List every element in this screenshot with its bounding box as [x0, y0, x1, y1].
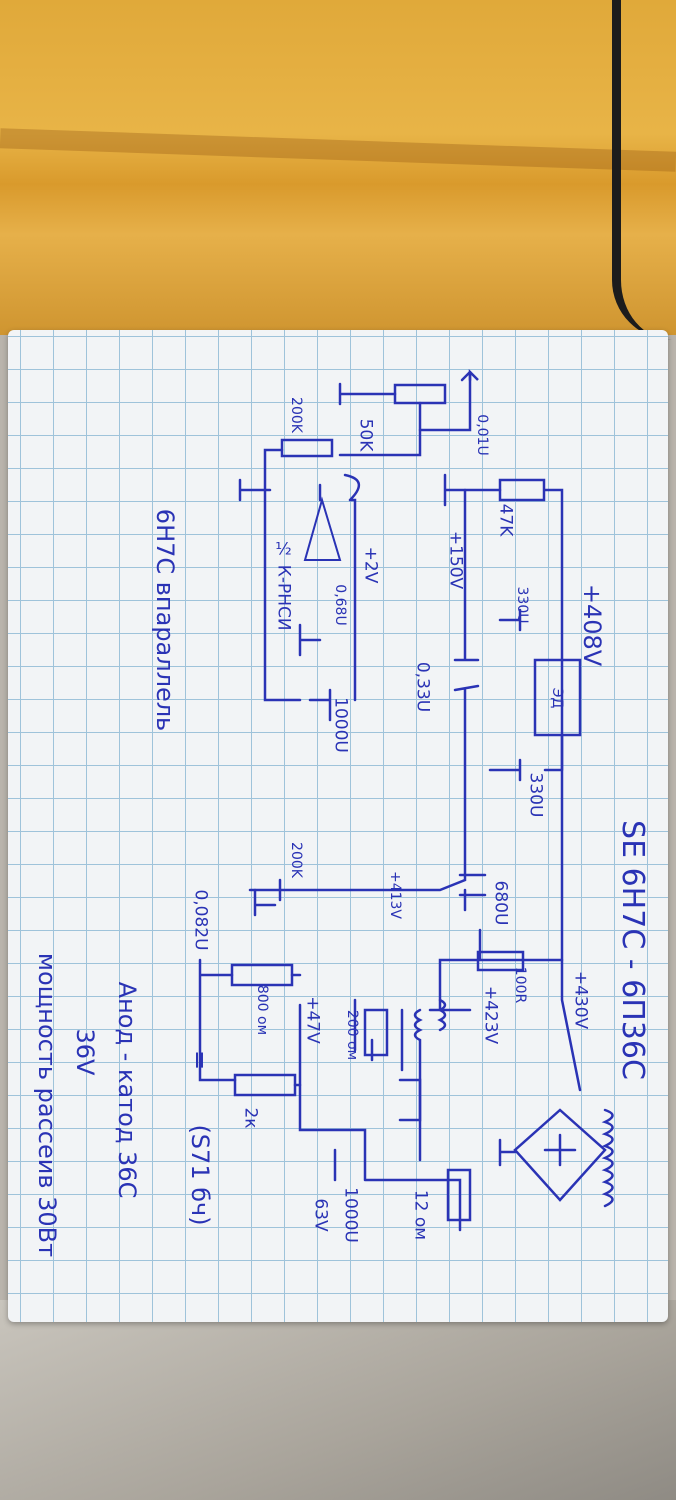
transformer-coil	[601, 1108, 614, 1208]
label-413v: +413V	[387, 870, 403, 920]
resistor-100r	[476, 950, 525, 972]
label-1000u-2: 1000U	[340, 1187, 361, 1243]
resistor-12-ohm	[446, 1168, 472, 1222]
wire	[238, 473, 360, 722]
label-choke: ЭД	[549, 687, 565, 709]
label-408v: +408V	[578, 583, 606, 667]
resistor-47k	[498, 478, 546, 502]
wire	[353, 998, 422, 1122]
coil-2	[413, 1008, 423, 1162]
potentiometer-50k	[393, 383, 447, 405]
stage1-note: 6Н7С впараллель	[151, 508, 179, 732]
label-150v: +150V	[445, 530, 466, 590]
label-12-ohm: 12 ом	[410, 1189, 431, 1241]
label-63v: 63V	[310, 1198, 331, 1232]
coil	[437, 998, 447, 1032]
resistor-800-ohm	[230, 963, 294, 987]
label-2v: +2V	[360, 546, 381, 584]
label-47k: 47K	[495, 503, 516, 537]
wire	[488, 608, 564, 782]
wire	[198, 958, 302, 1087]
label-330u-1: 330U	[514, 586, 530, 624]
note-anode-cathode: Анод - катод 36С	[113, 981, 141, 1199]
label-led: ½ К-РНСИ	[273, 539, 294, 631]
label-033u: 0,33U	[412, 661, 433, 713]
label-50k: 50K	[355, 418, 376, 452]
resistor-2k	[233, 1073, 297, 1097]
note-voltage: 36V	[71, 1028, 99, 1076]
label-680u: 680U	[490, 880, 511, 926]
label-068u: 0,68U	[332, 584, 348, 626]
bridge-rectifier	[513, 1108, 607, 1202]
label-47v: +47V	[302, 996, 323, 1044]
wire	[253, 878, 282, 917]
black-cable	[612, 0, 676, 340]
label-800-ohm: 800 ом	[254, 984, 270, 1036]
grid-paper-sheet	[8, 330, 668, 1322]
wire	[428, 873, 564, 1012]
tube-triangle	[303, 496, 342, 561]
resistor-200k-1	[280, 438, 334, 458]
label-200k-2: 200K	[288, 842, 304, 878]
label-423v: +423V	[480, 985, 501, 1045]
yellow-cloth-background	[0, 0, 676, 335]
choke-box	[533, 658, 582, 737]
label-transformer: (S71 бч)	[186, 1124, 214, 1226]
wire	[418, 370, 472, 432]
concrete-surface	[0, 1300, 676, 1500]
wire	[498, 1133, 577, 1167]
label-1000u-1: 1000U	[330, 697, 351, 753]
label-200-ohm: 200 ом	[344, 1009, 360, 1061]
wire	[263, 448, 302, 702]
label-001u: 0,01U	[474, 414, 490, 456]
wire	[248, 488, 480, 892]
label-200k-1: 200K	[288, 397, 304, 433]
label-dc: =	[186, 1049, 214, 1071]
schematic-title: SE 6Н7С - 6П36С	[615, 820, 650, 1080]
wire	[298, 1003, 462, 1232]
label-430v: +430V	[570, 970, 591, 1030]
label-2k: 2к	[240, 1107, 261, 1129]
label-100r: 100R	[512, 966, 528, 1004]
wire	[443, 473, 502, 507]
wire	[338, 382, 422, 457]
resistor-200-ohm	[363, 1008, 389, 1057]
note-dissipation: мощность рассеив 30Вт	[33, 952, 61, 1258]
label-330u-2: 330U	[525, 772, 546, 818]
label-0082u: 0,082U	[190, 889, 211, 951]
